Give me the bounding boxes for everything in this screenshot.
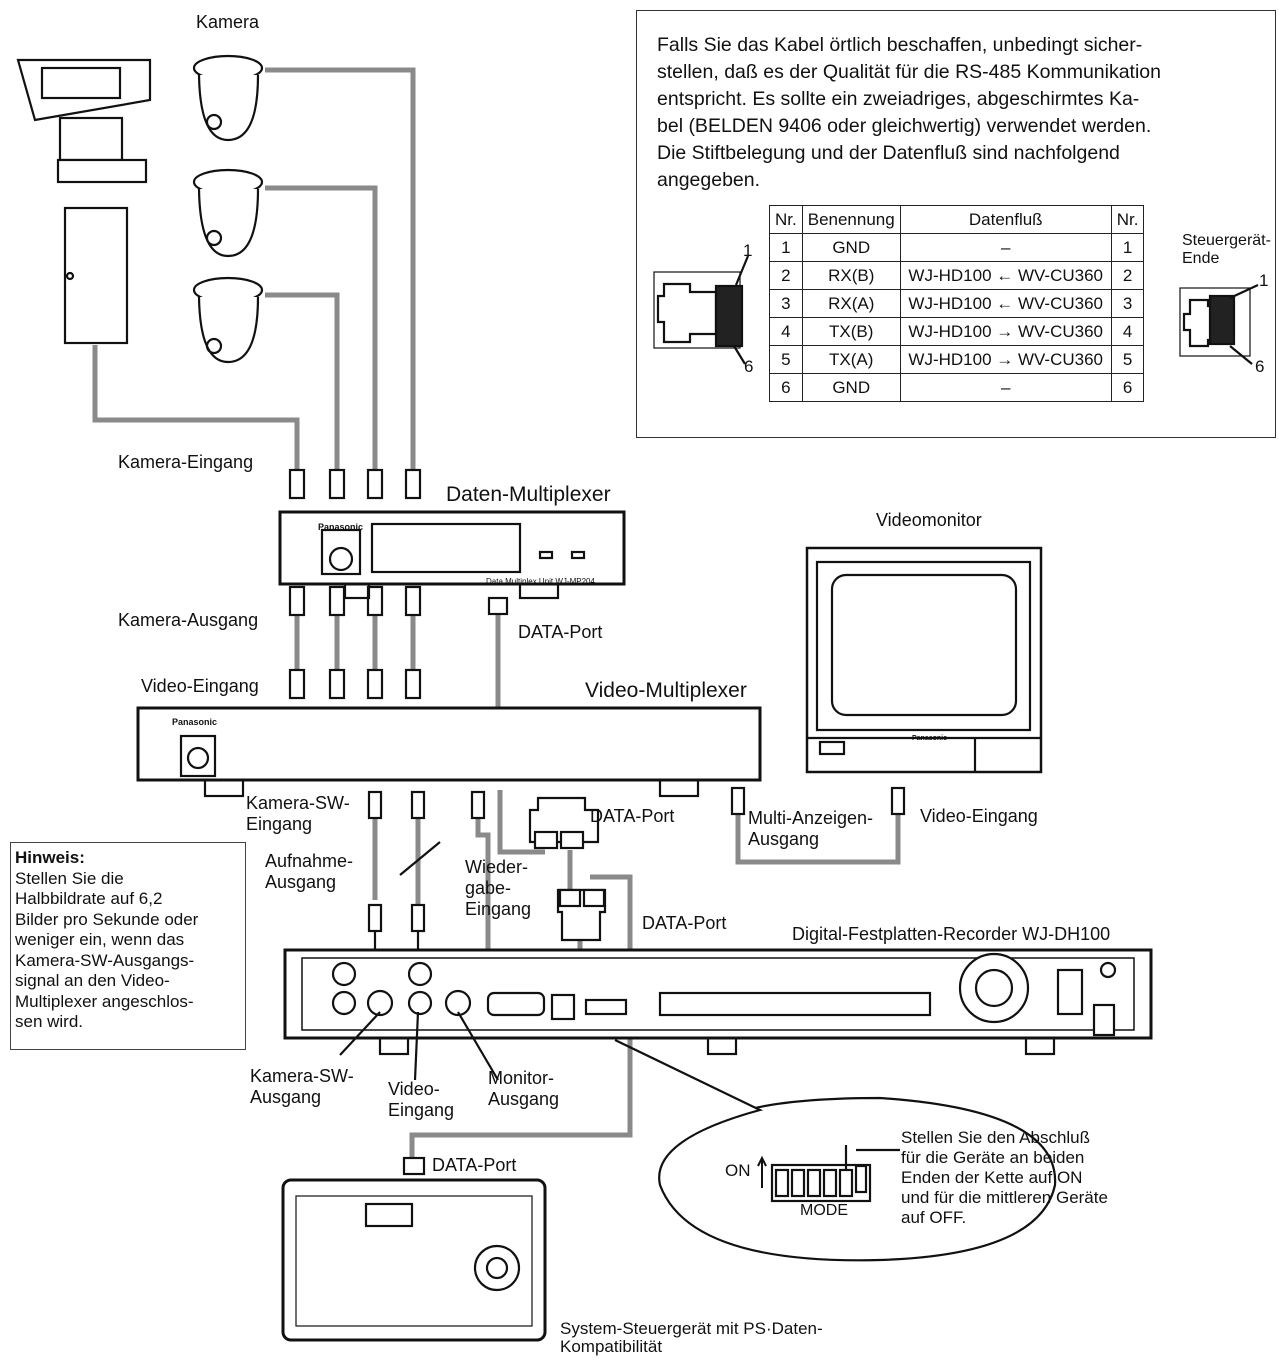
cable-note-text: Falls Sie das Kabel örtlich beschaffen, … bbox=[657, 34, 1162, 191]
rj-jack-left bbox=[653, 255, 750, 365]
hinweis-note: Hinweis: Stellen Sie die Halbbildrate au… bbox=[10, 842, 246, 1050]
table-header-row: Nr. Benennung Datenfluß Nr. bbox=[769, 205, 1145, 234]
cable-dome-camera-2 bbox=[265, 185, 378, 470]
data-multiplexer-device bbox=[278, 510, 626, 600]
label-data-port-2: DATA-Port bbox=[590, 806, 675, 826]
dome-camera-3 bbox=[192, 276, 264, 364]
label-kamera-sw-ausgang: Kamera-SW-Ausgang bbox=[250, 1066, 354, 1107]
label-wiedergabe-eingang: Wieder-gabe-Eingang bbox=[465, 857, 532, 919]
dip-switch-callout bbox=[614, 1039, 1057, 1262]
label-video-eingang-3: Video-Eingang bbox=[388, 1079, 455, 1120]
video-monitor-device bbox=[805, 546, 1043, 774]
label-data-port-3: DATA-Port bbox=[642, 913, 727, 933]
termination-note: Stellen Sie den Abschluß für die Geräte … bbox=[901, 1128, 1108, 1227]
label-mode: MODE bbox=[800, 1202, 848, 1219]
dome-camera-1 bbox=[192, 54, 264, 142]
label-video-eingang-2: Video-Eingang bbox=[920, 806, 1038, 826]
cable-multi-display bbox=[735, 795, 901, 865]
cable-video-mux-data bbox=[497, 790, 545, 855]
bnc-connectors bbox=[288, 468, 906, 1176]
dome-camera-2 bbox=[192, 168, 264, 258]
label-aufnahme-ausgang: Aufnahme-Ausgang bbox=[265, 851, 354, 892]
rj-jack-right bbox=[1179, 284, 1259, 365]
recorder-device bbox=[283, 948, 1153, 1056]
cable-data-to-controller bbox=[409, 874, 633, 1160]
video-multiplexer-device bbox=[136, 706, 762, 798]
pin-label-6-left: 6 bbox=[744, 357, 754, 376]
label-data-port-1: DATA-Port bbox=[518, 622, 603, 642]
cable-play-in bbox=[475, 808, 491, 1000]
system-controller-device bbox=[281, 1178, 547, 1342]
cable-dome-camera-1 bbox=[265, 67, 416, 470]
cable-note-box bbox=[636, 10, 1276, 438]
dip-switch bbox=[770, 1145, 900, 1203]
label-multi-anzeigen-ausgang: Multi-Anzeigen-Ausgang bbox=[748, 808, 874, 849]
pin-label-1-left: 1 bbox=[743, 241, 753, 260]
data-splitter bbox=[528, 796, 607, 942]
label-video-eingang-1: Video-Eingang bbox=[141, 676, 259, 696]
data-mux-model: Data Multiplex Unit WJ-MP204 bbox=[486, 577, 595, 586]
label-kamera-eingang: Kamera-Eingang bbox=[118, 452, 254, 472]
label-steuergeraet-ende: Steuergerät-Ende bbox=[1182, 232, 1271, 267]
pin-label-6-right: 6 bbox=[1255, 357, 1265, 376]
label-kamera-sw-eingang: Kamera-SW-Eingang bbox=[246, 793, 350, 834]
label-data-port-4: DATA-Port bbox=[432, 1155, 517, 1175]
ptz-camera bbox=[16, 58, 152, 345]
label-daten-multiplexer: Daten-Multiplexer bbox=[446, 483, 611, 506]
label-system-controller: System-Steuergerät mit PS·Daten-Kompatib… bbox=[560, 1319, 823, 1356]
label-kamera: Kamera bbox=[196, 12, 260, 32]
monitor-brand: Panasonic bbox=[912, 735, 948, 742]
cable-dome-camera-3 bbox=[265, 292, 340, 470]
label-recorder: Digital-Festplatten-Recorder WJ-DH100 bbox=[792, 924, 1111, 944]
label-monitor-ausgang: Monitor-Ausgang bbox=[488, 1068, 560, 1109]
video-mux-brand: Panasonic bbox=[172, 717, 218, 727]
label-on: ON bbox=[725, 1161, 751, 1180]
cable-ptz-camera bbox=[92, 345, 300, 470]
label-kamera-ausgang: Kamera-Ausgang bbox=[118, 610, 259, 630]
pin-label-1-right: 1 bbox=[1259, 271, 1269, 290]
label-videomonitor: Videomonitor bbox=[876, 510, 982, 530]
label-video-multiplexer: Video-Multiplexer bbox=[585, 679, 747, 702]
data-mux-brand: Panasonic bbox=[318, 522, 364, 532]
